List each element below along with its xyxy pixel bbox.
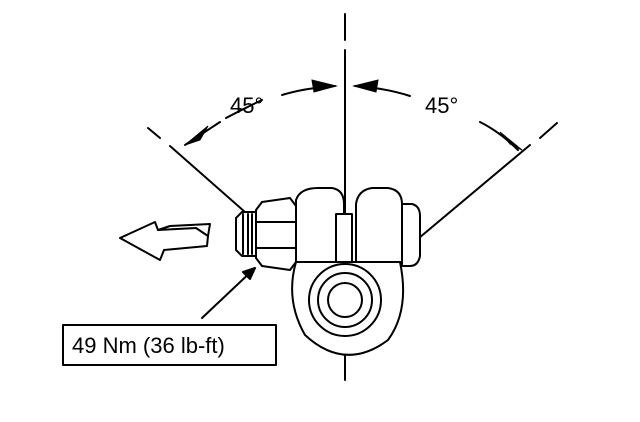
banjo-eye <box>291 261 405 356</box>
right-washer <box>401 203 421 267</box>
torque-callout-label: 49 Nm (36 lb-ft) <box>72 333 225 358</box>
torque-leader-line <box>201 267 256 319</box>
left-angle-label: 45° <box>230 93 263 118</box>
angle-arrowheads <box>184 79 523 151</box>
fitting-fork <box>295 187 403 263</box>
hex-nut <box>255 197 297 271</box>
threaded-stub <box>235 211 257 257</box>
arrow-left-icon <box>119 221 211 261</box>
torque-callout-box <box>62 324 277 366</box>
right-angle-label: 45° <box>425 93 458 118</box>
